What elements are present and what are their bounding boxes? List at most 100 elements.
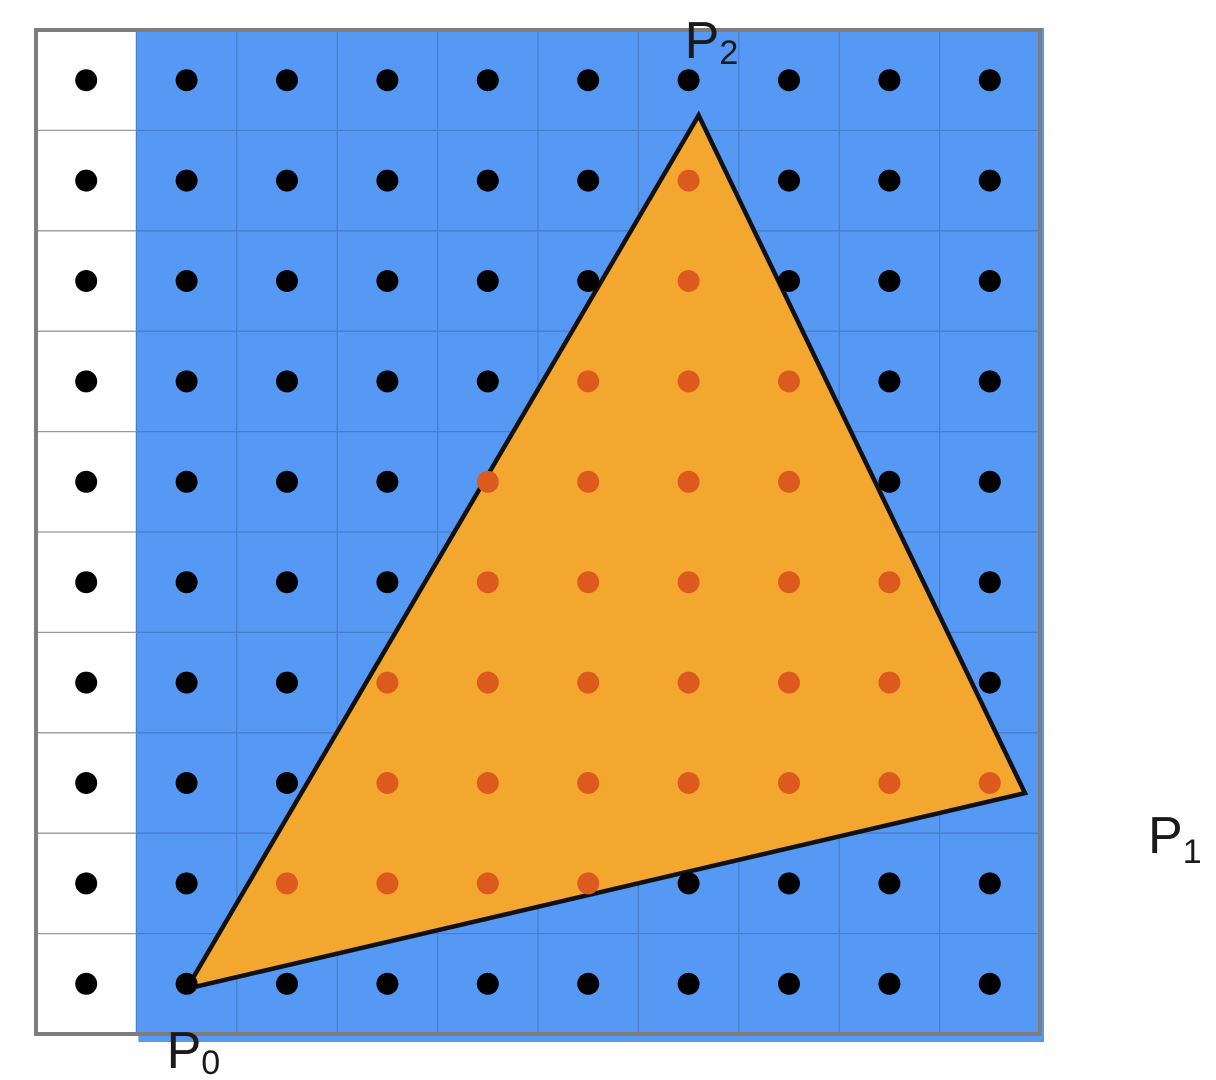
sample-outside <box>175 972 198 995</box>
sample-outside <box>75 370 98 393</box>
sample-outside <box>175 169 198 192</box>
sample-inside <box>677 772 700 794</box>
sample-outside <box>476 69 499 92</box>
sample-outside <box>376 270 399 292</box>
sample-outside <box>276 470 298 493</box>
sample-outside <box>75 270 98 292</box>
sample-outside <box>175 270 198 292</box>
sample-inside <box>778 772 800 794</box>
sample-outside <box>75 169 98 192</box>
sample-outside <box>276 370 298 393</box>
sample-outside <box>75 69 98 92</box>
sample-outside <box>577 270 600 292</box>
sample-inside <box>878 571 901 594</box>
sample-outside <box>276 671 298 694</box>
sample-points <box>75 69 1001 995</box>
sample-outside <box>376 370 399 393</box>
sample-outside <box>175 370 198 393</box>
sample-inside <box>677 169 700 192</box>
sample-inside <box>476 671 499 694</box>
sample-inside <box>577 370 600 393</box>
sample-inside <box>778 671 800 694</box>
sample-outside <box>175 69 198 92</box>
sample-outside <box>677 972 700 995</box>
sample-outside <box>276 169 298 192</box>
sample-outside <box>175 872 198 895</box>
sample-outside <box>376 69 399 92</box>
sample-outside <box>175 571 198 594</box>
sample-outside <box>577 169 600 192</box>
sample-inside <box>878 772 901 794</box>
raster-frame <box>34 28 1042 1036</box>
sample-inside <box>577 872 600 895</box>
sample-outside <box>978 270 1001 292</box>
sample-outside <box>778 270 800 292</box>
sample-outside <box>978 872 1001 895</box>
sample-outside <box>778 972 800 995</box>
sample-outside <box>677 872 700 895</box>
sample-outside <box>75 772 98 794</box>
sample-outside <box>978 370 1001 393</box>
sample-inside <box>677 571 700 594</box>
sample-inside <box>476 772 499 794</box>
sample-outside <box>276 270 298 292</box>
sample-inside <box>476 872 499 895</box>
sample-outside <box>476 169 499 192</box>
sample-outside <box>878 470 901 493</box>
sample-outside <box>878 972 901 995</box>
sample-outside <box>577 972 600 995</box>
sample-inside <box>778 370 800 393</box>
sample-inside <box>878 671 901 694</box>
sample-inside <box>677 671 700 694</box>
sample-outside <box>376 972 399 995</box>
sample-outside <box>778 169 800 192</box>
sample-outside <box>677 69 700 92</box>
sample-inside <box>577 671 600 694</box>
sample-outside <box>476 270 499 292</box>
sample-inside <box>677 370 700 393</box>
sample-outside <box>75 571 98 594</box>
sample-inside <box>577 571 600 594</box>
sample-inside <box>778 571 800 594</box>
sample-outside <box>978 571 1001 594</box>
sample-inside <box>577 772 600 794</box>
sample-outside <box>878 69 901 92</box>
sample-inside <box>476 571 499 594</box>
sample-inside <box>677 470 700 493</box>
sample-outside <box>175 671 198 694</box>
sample-outside <box>276 972 298 995</box>
sample-outside <box>175 470 198 493</box>
sample-outside <box>978 972 1001 995</box>
sample-outside <box>878 169 901 192</box>
sample-outside <box>75 671 98 694</box>
sample-outside <box>276 772 298 794</box>
sample-outside <box>878 270 901 292</box>
sample-outside <box>978 671 1001 694</box>
sample-outside <box>476 370 499 393</box>
sample-inside <box>376 872 399 895</box>
sample-outside <box>276 571 298 594</box>
sample-outside <box>376 169 399 192</box>
triangle <box>182 110 1029 993</box>
sample-outside <box>978 169 1001 192</box>
sample-inside <box>376 772 399 794</box>
sample-outside <box>376 571 399 594</box>
sample-outside <box>175 772 198 794</box>
vertex-label-p2: P2 <box>685 12 739 72</box>
vertex-label-p0: P0 <box>167 1022 221 1080</box>
sample-inside <box>476 470 499 493</box>
sample-outside <box>376 470 399 493</box>
sample-inside <box>978 772 1001 794</box>
sample-outside <box>577 69 600 92</box>
sample-outside <box>778 872 800 895</box>
sample-inside <box>376 671 399 694</box>
vertex-label-p1: P1 <box>1148 807 1202 871</box>
sample-outside <box>978 69 1001 92</box>
sample-outside <box>276 69 298 92</box>
sample-inside <box>677 270 700 292</box>
sample-outside <box>978 470 1001 493</box>
sample-inside <box>276 872 298 895</box>
sample-inside <box>577 470 600 493</box>
sample-outside <box>75 872 98 895</box>
